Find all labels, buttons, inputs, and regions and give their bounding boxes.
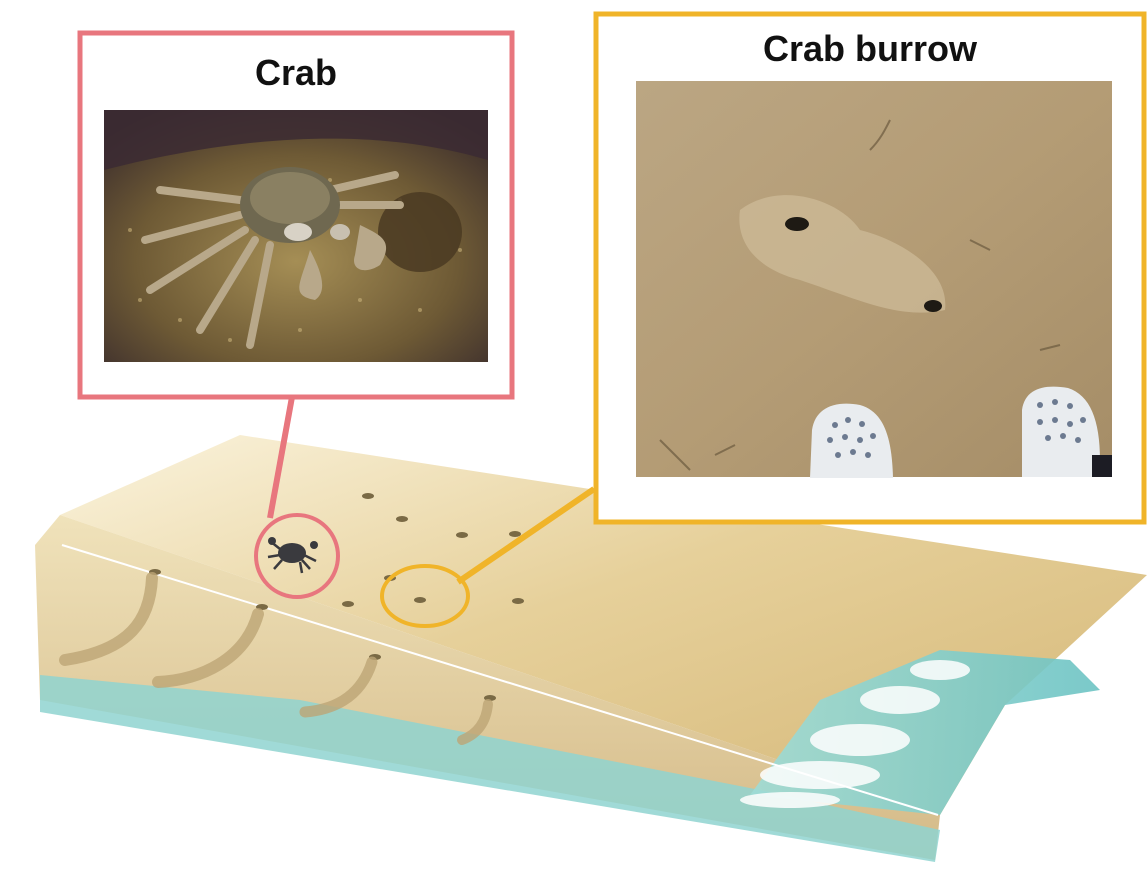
burrow-hole-icon — [456, 532, 468, 538]
burrow-hole-icon — [342, 601, 354, 607]
crab-panel-title: Crab — [80, 52, 512, 94]
burrow-hole-icon — [362, 493, 374, 499]
burrow-hole-icon — [512, 598, 524, 604]
burrow-hole-icon — [924, 300, 942, 312]
burrow-hole-icon — [414, 597, 426, 603]
burrow-panel-title: Crab burrow — [596, 28, 1144, 70]
crab-photo — [104, 110, 488, 362]
burrow-hole-icon — [785, 217, 809, 231]
burrow-photo — [636, 81, 1112, 478]
burrow-hole-icon — [509, 531, 521, 537]
burrow-panel — [596, 14, 1144, 522]
burrow-hole-icon — [396, 516, 408, 522]
